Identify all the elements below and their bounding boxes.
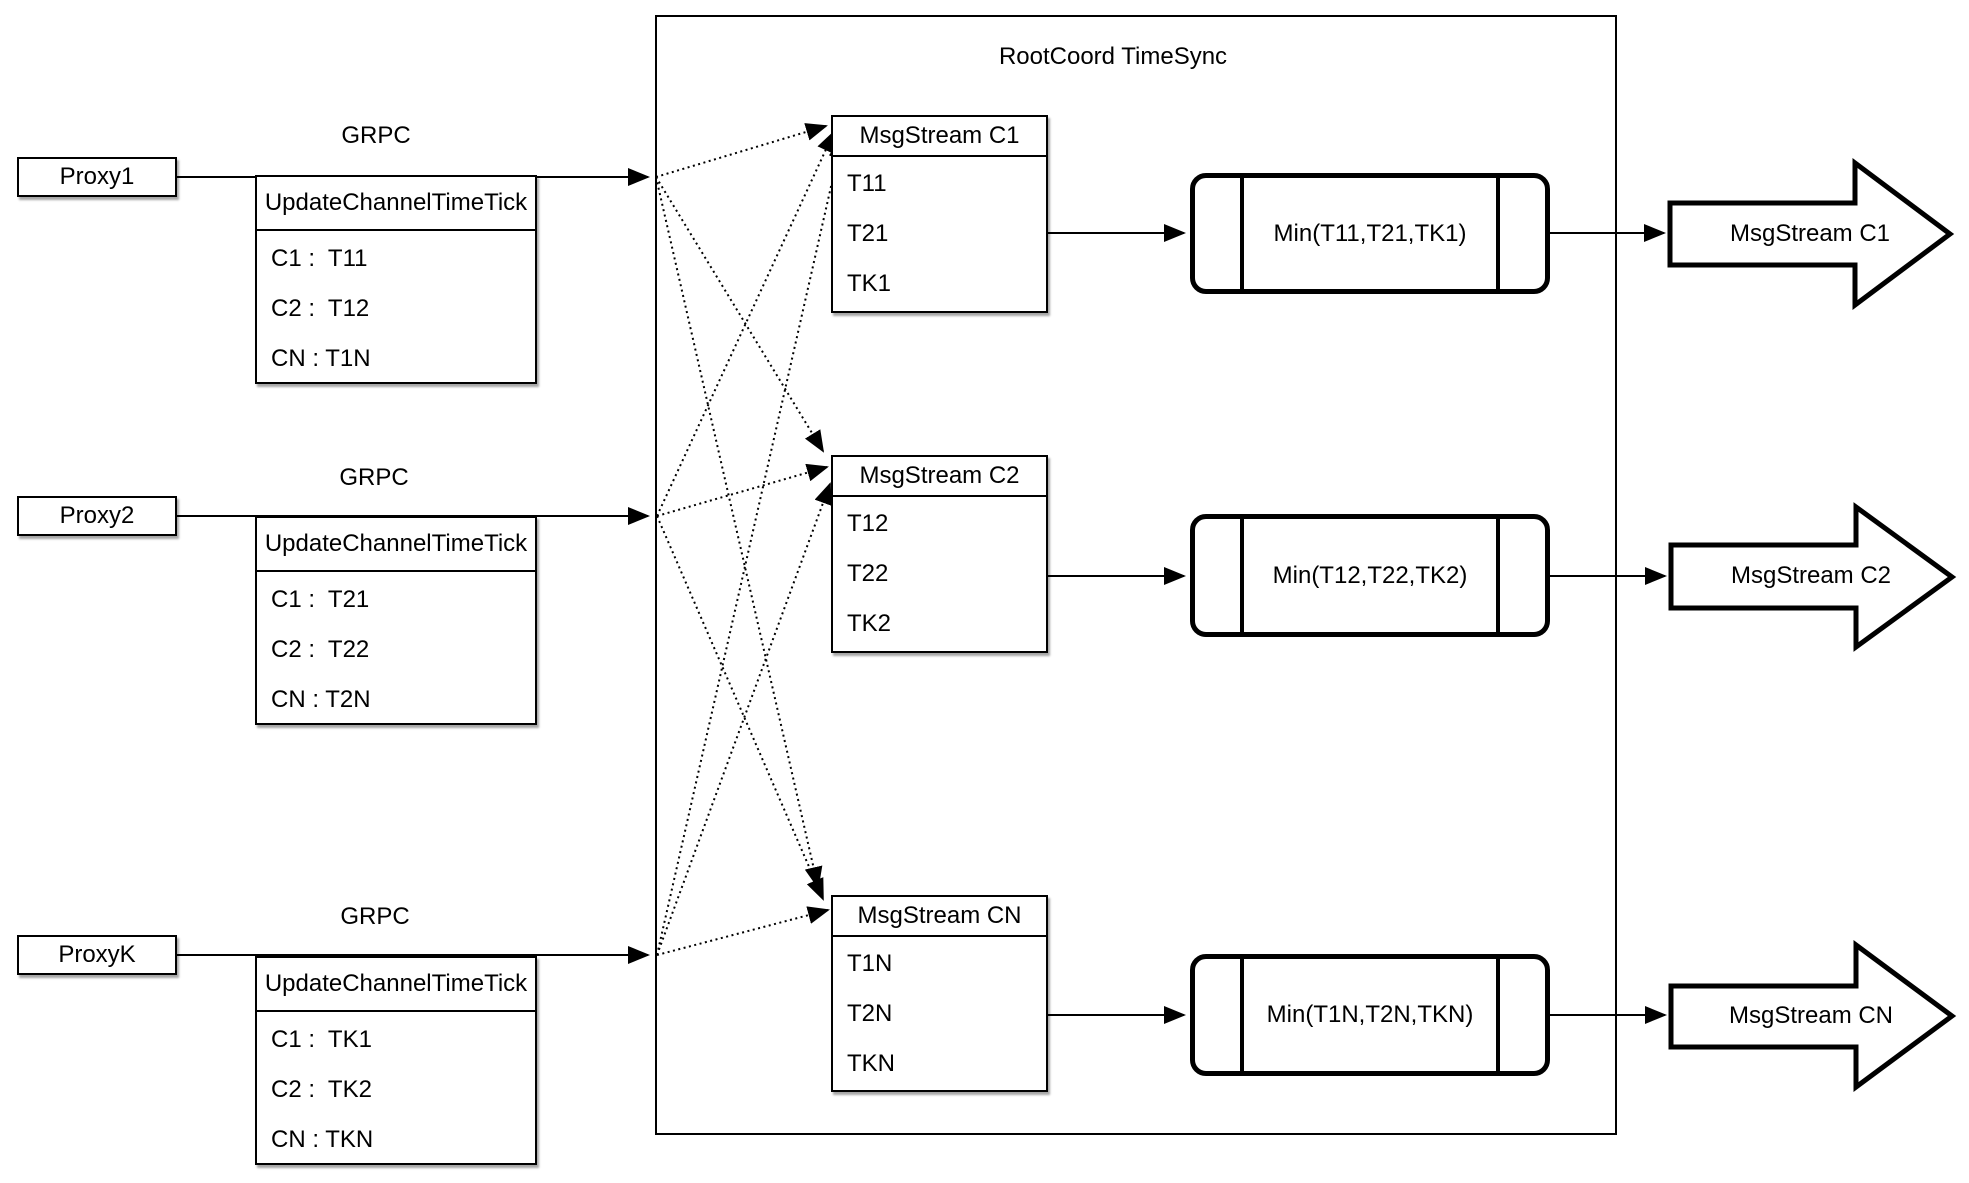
timestamp-entry: T11 <box>847 170 887 197</box>
msgstream-cn-table: MsgStream CN T1N T2N TKN <box>831 895 1048 1092</box>
tick-table-body: C1 : TK1 C2 : TK2 CN : TKN <box>257 1012 535 1163</box>
timestamp-entry: T2N <box>847 1000 893 1027</box>
msgstream-table-header: MsgStream C2 <box>833 457 1046 497</box>
tick-entry: C2 : T12 <box>271 295 370 322</box>
msgstream-c2-table: MsgStream C2 T12 T22 TK2 <box>831 455 1048 653</box>
output-block-arrow-c1 <box>1667 158 1955 310</box>
proxyk-box: ProxyK <box>17 935 177 975</box>
grpc-label-2: GRPC <box>339 464 409 491</box>
dotted-link-proxyk-c1 <box>656 136 847 956</box>
dotted-link-proxy2-cn <box>656 515 824 901</box>
min-process-cn: Min(T1N,T2N,TKN) <box>1190 954 1550 1076</box>
msgstream-c1-table: MsgStream C1 T11 T21 TK1 <box>831 115 1048 313</box>
tick-table-header: UpdateChannelTimeTick <box>257 958 535 1012</box>
proxy1-tick-table: UpdateChannelTimeTick C1 : T11 C2 : T12 … <box>255 175 537 384</box>
tick-entry: CN : T2N <box>271 686 371 713</box>
proxy1-label: Proxy1 <box>59 163 135 190</box>
process-divider-right <box>1496 178 1500 289</box>
proxy2-box: Proxy2 <box>17 496 177 536</box>
min-c1-label: Min(T11,T21,TK1) <box>1273 219 1467 247</box>
process-divider-left <box>1240 519 1244 632</box>
dotted-link-proxyk-cn <box>656 906 830 956</box>
dotted-link-proxy2-c1 <box>656 130 835 517</box>
dotted-link-proxyk-c2 <box>656 482 832 956</box>
timestamp-entry: T1N <box>847 950 893 977</box>
timestamp-entry: T12 <box>847 510 889 537</box>
grpc-label-1: GRPC <box>341 122 411 149</box>
tick-entry: CN : TKN <box>271 1126 374 1153</box>
timestamp-entry: TKN <box>847 1050 895 1077</box>
min-cn-label: Min(T1N,T2N,TKN) <box>1266 1001 1474 1028</box>
msgstream-table-header: MsgStream C1 <box>833 117 1046 157</box>
msgstream-table-header: MsgStream CN <box>833 897 1046 937</box>
process-divider-left <box>1240 959 1244 1071</box>
timestamp-entry: T21 <box>847 220 889 247</box>
dotted-link-proxy1-cn <box>655 176 823 889</box>
tick-entry: CN : T1N <box>271 345 371 372</box>
msgstream-table-body: T11 T21 TK1 <box>833 157 1046 309</box>
grpc-label-3: GRPC <box>340 903 410 930</box>
dotted-link-proxy1-c1 <box>655 123 828 178</box>
timestamp-entry: T22 <box>847 560 889 587</box>
timestamp-entry: TK2 <box>847 610 892 637</box>
min-process-c1: Min(T11,T21,TK1) <box>1190 173 1550 294</box>
tick-table-body: C1 : T11 C2 : T12 CN : T1N <box>257 231 535 382</box>
dotted-link-proxy2-c2 <box>656 463 829 517</box>
process-divider-right <box>1496 519 1500 632</box>
tick-entry: C2 : T22 <box>271 636 370 663</box>
rootcoord-title: RootCoord TimeSync <box>998 43 1228 70</box>
tick-table-header: UpdateChannelTimeTick <box>257 518 535 572</box>
tick-entry: C1 : T11 <box>271 245 368 272</box>
tick-entry: C1 : T21 <box>271 586 370 613</box>
min-c2-label: Min(T12,T22,TK2) <box>1272 561 1468 589</box>
output-cn-label: MsgStream CN <box>1728 1002 1894 1029</box>
tick-table-header: UpdateChannelTimeTick <box>257 177 535 231</box>
process-divider-left <box>1240 178 1244 289</box>
proxy2-label: Proxy2 <box>59 502 135 529</box>
output-block-arrow-c2 <box>1668 502 1957 652</box>
timestamp-entry: TK1 <box>847 270 892 297</box>
min-process-c2: Min(T12,T22,TK2) <box>1190 514 1550 637</box>
proxy1-box: Proxy1 <box>17 157 177 197</box>
output-block-arrow-cn <box>1668 940 1957 1092</box>
output-c2-label: MsgStream C2 <box>1730 562 1892 589</box>
proxyk-tick-table: UpdateChannelTimeTick C1 : TK1 C2 : TK2 … <box>255 956 537 1165</box>
tick-entry: C2 : TK2 <box>271 1076 372 1103</box>
tick-table-body: C1 : T21 C2 : T22 CN : T2N <box>257 572 535 723</box>
output-c1-label: MsgStream C1 <box>1729 220 1891 247</box>
msgstream-table-body: T1N T2N TKN <box>833 937 1046 1089</box>
tick-entry: C1 : TK1 <box>271 1026 372 1053</box>
process-divider-right <box>1496 959 1500 1071</box>
proxy2-tick-table: UpdateChannelTimeTick C1 : T21 C2 : T22 … <box>255 516 537 725</box>
dotted-link-proxy1-c2 <box>655 176 825 453</box>
proxyk-label: ProxyK <box>58 941 136 968</box>
msgstream-table-body: T12 T22 TK2 <box>833 497 1046 649</box>
